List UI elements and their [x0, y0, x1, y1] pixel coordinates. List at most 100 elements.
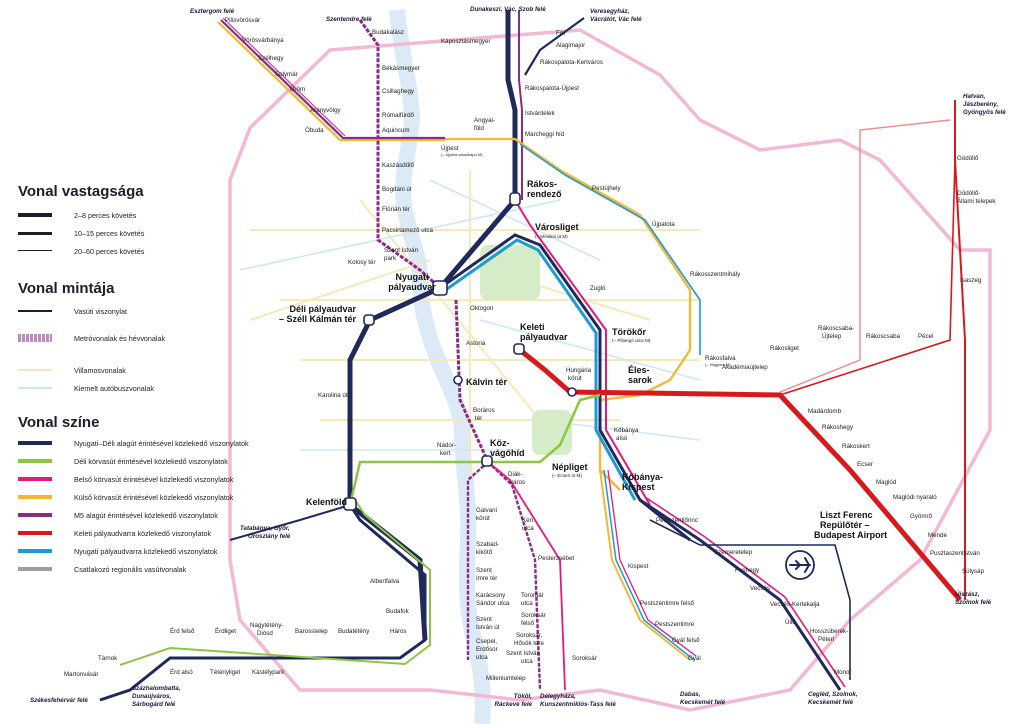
legend-label: M5 alagút érintésével közlekedő viszonyl…	[74, 510, 218, 520]
legend-label: Metróvonalak és hévvonalak	[74, 333, 166, 343]
station-galvanikorut-1: Galvani	[476, 507, 497, 514]
label-elessarok-2: sarok	[628, 375, 653, 385]
label-keleti-1: Keleti	[520, 322, 545, 332]
label-kozvagohid-2: vágóhíd	[490, 448, 525, 458]
station-obuda: Óbuda	[305, 127, 324, 134]
station-mende: Mende	[928, 532, 947, 539]
dir-delegyhaza-2: Kunszentmiklós-Tass felé	[540, 701, 616, 708]
station-pacsirtamezo: Pacsirtamező utca	[382, 227, 433, 234]
legend-swatch	[18, 511, 52, 519]
dir-tatabanya-2: Oroszlány felé	[248, 533, 291, 540]
legend-label: Déli körvasút érintésével közlekedő visz…	[74, 456, 228, 466]
station-szentistvanutca-2: utca	[521, 658, 533, 665]
station-monor: Monor	[834, 669, 852, 676]
station-szentistvanpark-1: Szent István	[384, 247, 419, 254]
label-kobanya-1: Kőbánya-	[622, 472, 663, 482]
dir-hatvan-2: Jászberény,	[963, 101, 998, 108]
station-marcheggihid: Marcheggi híd	[525, 131, 565, 138]
station-rakosfalva: Rákosfalva	[705, 355, 736, 362]
legend-swatch	[18, 229, 52, 237]
label-varosliget-sub: (– Mexikói út M)	[535, 234, 568, 239]
station-soroksarhosok-1: Soroksár,	[516, 632, 542, 639]
legend-color-title: Vonal színe	[18, 414, 100, 431]
station-rakosfalva-sub: (– Hagyma M)	[705, 362, 731, 367]
southwest-line	[99, 504, 427, 702]
regional-ring	[228, 28, 992, 712]
station-pestszentimrefelso: Pestszentimre felső	[640, 600, 695, 607]
southwest-line-green	[119, 499, 431, 666]
deli-korvasut	[348, 393, 601, 506]
station-szentistvanut-1: Szent	[476, 616, 492, 623]
station-godollo: Gödöllő	[957, 155, 979, 162]
station-maglod: Maglód	[876, 479, 897, 486]
station-szentistvanpark-2: park	[384, 255, 397, 262]
kispest-line-blue	[603, 469, 695, 661]
station-csepel-3: utca	[476, 654, 488, 661]
legend-label: Külső körvasút érintésével közlekedő vis…	[74, 492, 234, 502]
dir-szazhalom-3: Sárbogárd felé	[132, 701, 176, 708]
label-deli-1: Déli pályaudvar	[289, 304, 356, 314]
label-kelenfold: Kelenföld	[306, 497, 347, 507]
legend-thickness-1: 2–8 perces követés	[18, 209, 136, 221]
keleti-red-line	[518, 348, 962, 602]
station-diakvaros-2: város	[510, 479, 525, 486]
station-fot: Fót	[556, 30, 565, 37]
station-ecser: Ecser	[857, 461, 873, 468]
outer-ring-blue	[519, 143, 701, 355]
station-urom: Üröm	[290, 86, 305, 93]
station-karolinaut: Karolina út	[318, 392, 348, 399]
station-oktogon: Oktogon	[470, 305, 494, 312]
dir-veresegyhaz-1: Veresegyház,	[590, 8, 630, 15]
station-kaszasdulo: Kaszásdűlő	[382, 162, 415, 169]
legend-label: Belső körvasút érintésével közlekedő vis…	[74, 474, 234, 484]
station-isaszeg: Isaszeg	[960, 277, 982, 284]
station-diakvaros-1: Diák-	[508, 471, 522, 478]
label-airport-2: Repülőtér –	[820, 520, 870, 530]
station-kispest: Kispest	[628, 563, 649, 570]
dir-dabas-1: Dabas,	[680, 691, 701, 698]
monor-line-pink	[644, 496, 846, 688]
station-soroksarhosok-2: Hősök tere	[514, 640, 544, 647]
dir-dunakeszi: Dunakeszi, Vác, Szob felé	[470, 6, 546, 13]
station-budateteny: Budatétény	[338, 628, 370, 635]
station-kolosyter: Kolosy tér	[348, 259, 376, 266]
nepliget-park	[532, 410, 572, 455]
station-vecses: Vecsés	[750, 585, 770, 592]
station-rakoscsabaujtelep-1: Rákoscsaba-	[818, 325, 854, 332]
station-rakosliget: Rákosliget	[770, 345, 799, 352]
legend-label: 10–15 perces követés	[74, 228, 145, 238]
station-aranyvolgy: Aranyvölgy	[310, 107, 342, 114]
station-rakosszentmihaly: Rákosszentmihály	[690, 271, 741, 278]
dir-szazhalom-1: Százhalombatta,	[132, 685, 181, 692]
dir-szekesfehervar: Székesfehérvár felé	[30, 697, 88, 704]
dir-cegled-2: Kecskemét felé	[808, 699, 854, 706]
station-godolloallami-1: Gödöllő-	[957, 190, 980, 197]
station-soroksarfelso-1: Soroksár	[521, 612, 546, 619]
station-ujpest-sub: (– Újpest-városkapu M)	[441, 152, 483, 157]
station-zuglo: Zugló	[590, 285, 606, 292]
station-szentistvanut-2: István út	[476, 624, 500, 631]
dir-szentendre: Szentendre felé	[326, 16, 372, 23]
szentendre-hev	[358, 19, 442, 290]
station-borosster-1: Boráros	[473, 407, 495, 414]
legend-thickness-title: Vonal vastagsága	[18, 183, 144, 200]
hatvan-line	[954, 100, 966, 600]
station-kenutca-1: Kén	[522, 517, 534, 524]
city-park	[480, 245, 540, 300]
station-martonvasar: Martonvásár	[64, 671, 98, 678]
station-maglodnyaralo: Maglódi nyaraló	[893, 494, 937, 501]
legend-label: Nyugati pályaudvarra közlekedő viszonyla…	[74, 546, 218, 556]
legend-label: Vasúti viszonylat	[74, 306, 127, 316]
station-budafok: Budafok	[386, 608, 410, 615]
station-angyalfold-2: föld	[474, 125, 485, 132]
station-torontal-1: Torontál	[521, 592, 543, 599]
station-godolloallami-2: Állami telepek	[957, 198, 996, 205]
station-alagimajor: Alagimajor	[556, 42, 585, 49]
legend-color-4: Külső körvasút érintésével közlekedő vis…	[18, 491, 233, 503]
station-gyalfelso: Gyál felső	[672, 637, 700, 644]
label-torokor: Törökőr	[612, 327, 646, 337]
station-ujpest: Újpest	[441, 145, 459, 152]
station-kastelypark: Kastélypark	[252, 669, 285, 676]
dunakeszi-line	[505, 10, 523, 200]
